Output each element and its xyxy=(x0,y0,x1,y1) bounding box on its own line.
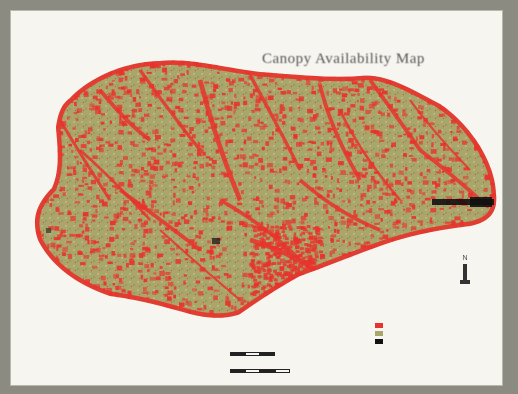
legend-item xyxy=(375,330,386,336)
scale-bars xyxy=(230,345,360,385)
scale-bar-row xyxy=(230,352,279,356)
land-mass xyxy=(34,60,497,318)
legend-swatch xyxy=(375,338,383,344)
scale-bar xyxy=(230,369,290,373)
scale-bar xyxy=(230,352,275,356)
legend-swatch xyxy=(375,322,383,328)
legend-item xyxy=(375,338,386,344)
svg-text:N: N xyxy=(462,255,467,262)
legend-swatch xyxy=(375,330,383,336)
scale-bar-row xyxy=(230,369,294,373)
legend-item xyxy=(375,322,386,328)
black-features xyxy=(46,197,494,244)
map-title: Canopy Availability Map xyxy=(262,51,425,67)
north-arrow-icon: N xyxy=(460,255,470,284)
legend xyxy=(375,322,445,356)
